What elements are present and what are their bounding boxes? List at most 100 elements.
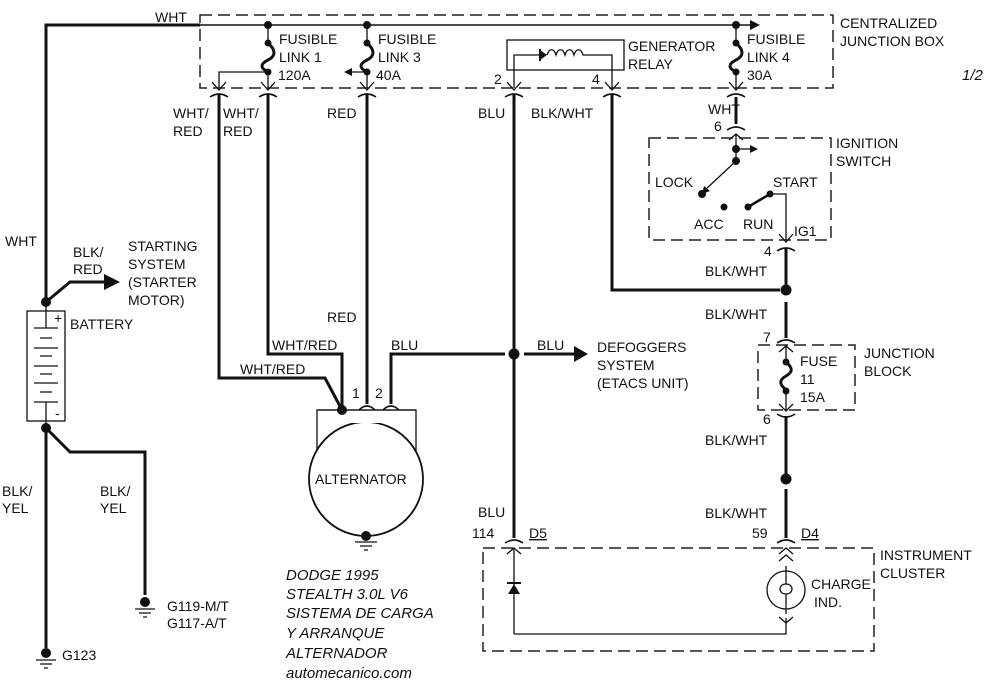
wire-label: BLK/WHT [705,505,768,521]
alternator: 1 2 ALTERNATOR [308,385,424,551]
title-line2: STEALTH 3.0L V6 [286,586,409,603]
fuse-icon [260,41,276,74]
pin-label: 114 [472,525,495,541]
page-indicator: 1/2 [962,67,984,84]
junction-block-line2: BLOCK [864,363,912,379]
diode-icon [540,50,547,60]
fl1-line1: FUSIBLE [279,31,337,47]
battery-label: BATTERY [70,316,134,332]
connector-label: D4 [801,525,819,541]
fl4-rating: 30A [747,67,773,83]
connector-label: D5 [529,525,547,541]
starting-system-line4: MOTOR) [128,292,185,308]
ground-icon [36,659,56,669]
wire-label: YEL [2,500,29,516]
wire-label: BLK/ [2,483,32,499]
alternator-label: ALTERNATOR [315,471,407,487]
ignition-switch-line1: IGNITION [836,135,898,151]
generator-relay: GENERATOR RELAY 2 4 [494,38,715,91]
wire-label: BLK/WHT [705,432,768,448]
ground-g119-g117: G119-M/T G117-A/T [135,597,229,631]
title-block: DODGE 1995 STEALTH 3.0L V6 SISTEMA DE CA… [285,567,434,682]
wire-label: BLK/WHT [531,105,594,121]
defoggers-line3: (ETACS UNIT) [597,375,689,391]
fl4-line2: LINK 4 [747,49,790,65]
pin-label: 6 [714,118,722,134]
gen-relay-pin-2: 2 [494,71,502,87]
gen-relay-line1: GENERATOR [628,38,715,54]
wire-label: WHT [5,233,37,249]
fuse-label: FUSE [800,353,837,369]
ground-icon [135,608,155,618]
arrow-icon [344,68,352,76]
fl3-line1: FUSIBLE [378,31,436,47]
ground-wires: BLK/ YEL BLK/ YEL [2,426,147,648]
pin-label: 6 [763,411,771,427]
wire-red: RED RED [327,94,369,404]
pin-label: 7 [763,329,771,345]
switch-terminal-ig1: IG1 [794,223,817,239]
wire-wht-red-b: WHT/ RED WHT/RED [223,94,344,410]
fuse-icon [359,41,375,74]
switch-label-acc: ACC [694,216,724,232]
wire-label: RED [327,105,357,121]
fuse-icon [779,360,793,392]
wire-label: WHT [708,101,740,117]
ground-icon [355,541,377,551]
ground-label-g123: G123 [62,647,96,663]
wire-label: WHT/ [223,105,259,121]
wire-label: WHT/RED [272,337,337,353]
cluster-label-line2: CLUSTER [880,565,945,581]
cjb-label-line2: JUNCTION BOX [840,33,945,49]
fusible-link-1: FUSIBLE LINK 1 120A [211,21,337,91]
starting-system-line3: (STARTER [128,274,197,290]
instrument-cluster: 114 D5 59 D4 CHARGE IND. INSTRUMENT CLUS… [472,525,972,652]
junction-block-line1: JUNCTION [864,345,935,361]
title-line4: Y ARRANQUE [286,625,385,642]
switch-label-lock: LOCK [655,174,694,190]
fl1-rating: 120A [278,67,311,83]
arrow-icon [750,20,760,30]
diode-icon [508,584,520,594]
ground-g123: G123 [36,647,96,669]
wire-label: BLK/WHT [705,263,768,279]
wire-label: WHT/RED [240,361,305,377]
title-line6: automecanico.com [286,665,412,682]
wire-label: BLK/WHT [705,306,768,322]
alternator-pin-2: 2 [375,385,383,401]
switch-label-start: START [773,174,818,190]
arrow-icon [574,346,588,362]
starting-system-line1: STARTING [128,238,198,254]
fl3-line2: LINK 3 [378,49,421,65]
battery-plus: + [54,310,62,326]
wire-label: RED [223,123,253,139]
wire-blk-wht-relay: BLK/WHT [531,94,780,292]
wire-label: WHT/ [173,105,209,121]
wire-label: YEL [100,500,127,516]
ignition-switch-line2: SWITCH [836,153,891,169]
coil-icon [546,49,613,88]
starting-system-line2: SYSTEM [128,256,186,272]
arrow-icon [104,274,120,290]
battery-minus: - [55,405,60,421]
fl3-rating: 40A [376,67,402,83]
wire-wht-red-a: WHT/ RED WHT/RED [173,94,344,411]
switch-pos-acc [720,203,728,211]
wire-label: BLU [478,105,505,121]
wire-wht-ignition: WHT 6 [708,97,746,134]
title-line1: DODGE 1995 [286,567,379,584]
wire-label: BLU [537,337,564,353]
cjb-label-line1: CENTRALIZED [840,15,937,31]
battery-cells-icon [34,306,58,426]
wire-wht-main: WHT [44,9,760,300]
defoggers-line2: SYSTEM [597,357,655,373]
cluster-label-line1: INSTRUMENT [880,547,972,563]
wire-label: BLK/ [73,244,103,260]
gen-relay-line2: RELAY [628,56,674,72]
wire-label: RED [327,309,357,325]
fuse-rating: 15A [800,389,826,405]
fusible-link-3: FUSIBLE LINK 3 40A [344,21,436,91]
arrow-icon [750,145,758,153]
ground-label-g119: G119-M/T [167,598,229,614]
ground-label-g117: G117-A/T [167,615,227,631]
